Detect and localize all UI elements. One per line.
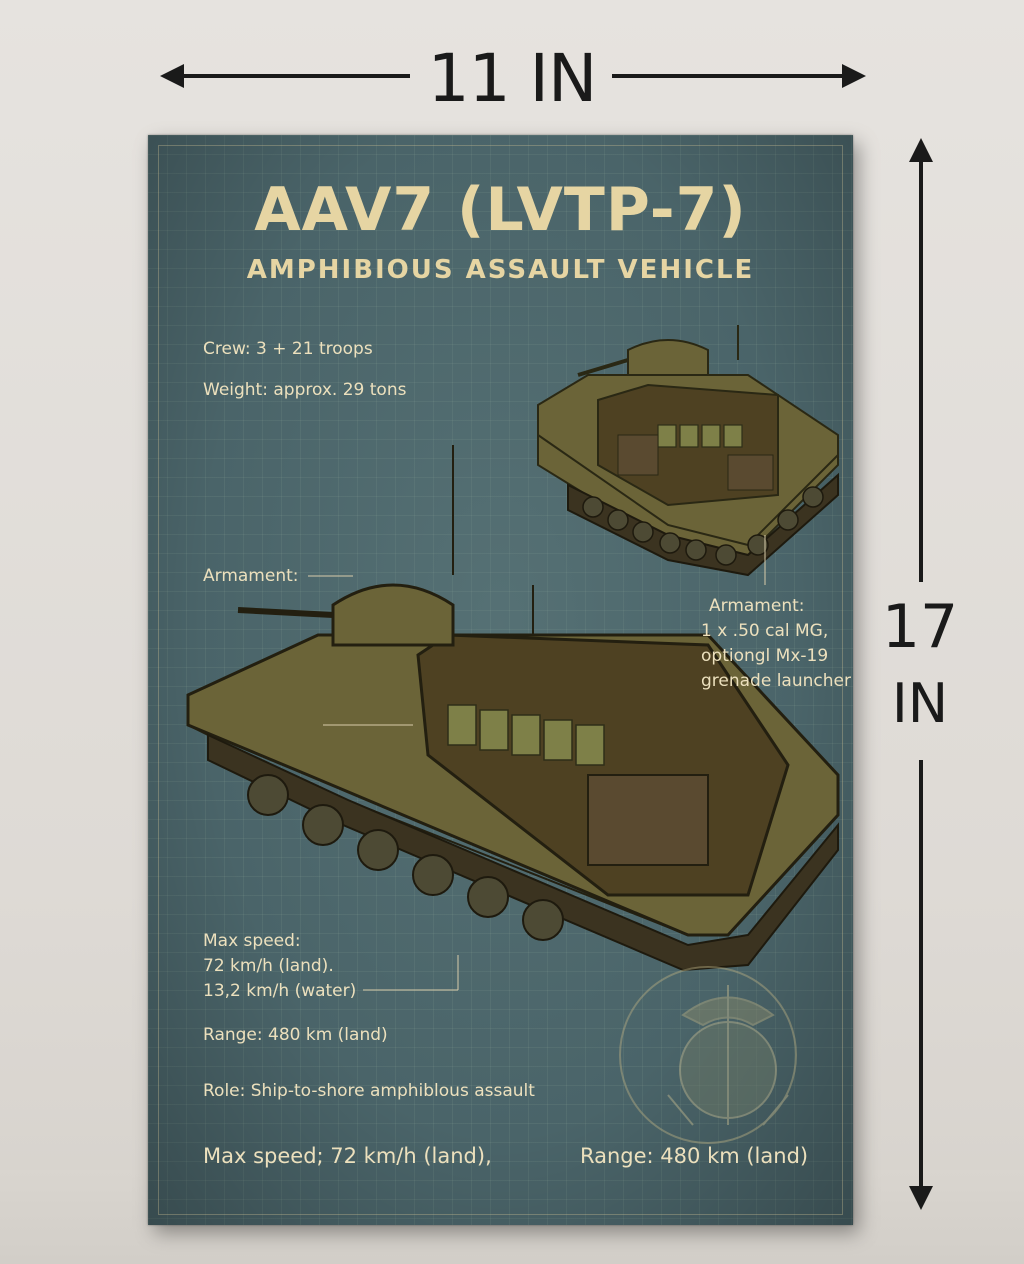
spec-armament-line3: grenade launcher [701, 671, 851, 691]
illustration-layer [186, 325, 840, 1144]
spec-crew: Crew: 3 + 21 troops [203, 339, 373, 359]
poster-subtitle: AMPHIBIOUS ASSAULT VEHICLE [246, 255, 755, 285]
spec-max-speed-water: 13,2 km/h (water) [203, 981, 357, 1001]
spec-armament-line1: 1 x .50 cal MG, [701, 621, 829, 641]
poster: AAV7 (LVTP-7) AMPHIBIOUS ASSAULT VEHICLE [148, 135, 853, 1225]
spec-range: Range: 480 km (land) [203, 1025, 388, 1045]
spec-role: Role: Ship-to-shore amphiblous assault [203, 1081, 535, 1101]
aav7-large-cutaway-illustration [186, 445, 840, 972]
spec-weight: Weight: approx. 29 tons [203, 380, 407, 400]
spec-armament-title: Armament: [709, 596, 805, 616]
spec-armament-label: Armament: [203, 566, 299, 586]
width-dimension: 11 IN [0, 38, 1024, 118]
spec-armament-line2: optiongl Mx-19 [701, 646, 829, 666]
spec-max-speed-land: 72 km/h (land). [203, 956, 334, 976]
width-label: 11 IN [427, 40, 598, 117]
height-label-unit: IN [891, 672, 949, 735]
aav7-small-cutaway-illustration [537, 325, 839, 577]
footer-range: Range: 480 km (land) [580, 1144, 809, 1168]
poster-frame [158, 145, 843, 1215]
usmc-emblem-icon [619, 966, 797, 1144]
height-label-number: 17 [881, 592, 959, 662]
footer-max-speed: Max speed; 72 km/h (land), [203, 1144, 492, 1168]
spec-max-speed-title: Max speed: [203, 931, 301, 951]
poster-title: AAV7 (LVTP-7) [254, 175, 747, 245]
